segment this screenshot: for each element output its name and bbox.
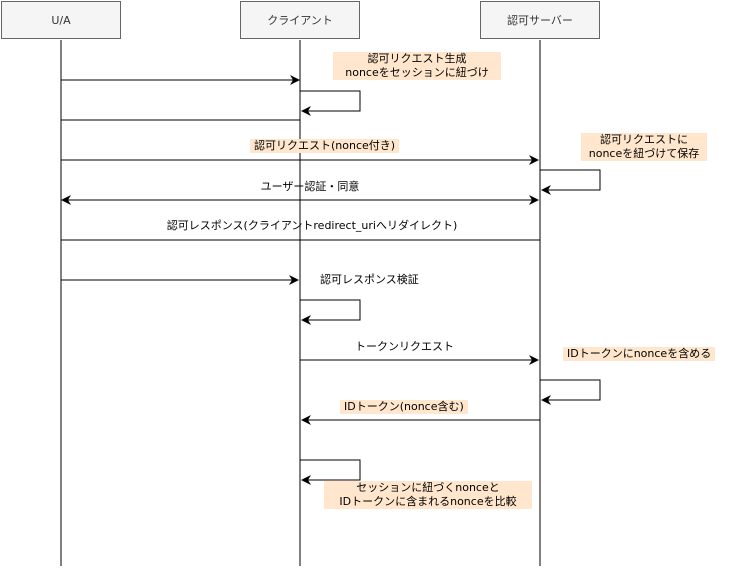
actor-client: クライアント — [240, 1, 360, 39]
note-compare: セッションに紐づくnonceと IDトークンに含まれるnonceを比較 — [324, 481, 532, 509]
self-loop-server-2 — [540, 379, 601, 405]
self-loop-client-1 — [300, 90, 361, 116]
note-auth-request-create: 認可リクエスト生成 nonceをセッションに紐づけ — [333, 52, 501, 80]
label-token-request: トークンリクエスト — [355, 340, 454, 353]
self-loop-server-1 — [540, 169, 601, 195]
actor-ua: U/A — [1, 1, 121, 39]
self-loop-client-3 — [300, 459, 361, 485]
label-auth-request: 認可リクエスト(nonce付き) — [250, 139, 400, 153]
label-user-auth: ユーザー認証・同意 — [260, 180, 360, 193]
label-auth-response-verify: 認可レスポンス検証 — [320, 273, 419, 286]
redirect-path-1 — [60, 119, 539, 165]
actor-auth-server: 認可サーバー — [480, 1, 600, 39]
label-auth-response: 認可レスポンス(クライアントredirect_uriへリダイレクト) — [166, 219, 458, 232]
note-id-token-include: IDトークンにnonceを含める — [563, 347, 716, 361]
note-auth-request-bind: 認可リクエストに nonceを紐づけて保存 — [581, 133, 707, 161]
label-id-token-response: IDトークン(nonce含む) — [340, 400, 468, 414]
self-loop-client-2 — [300, 299, 361, 325]
redirect-path-2 — [60, 239, 540, 285]
